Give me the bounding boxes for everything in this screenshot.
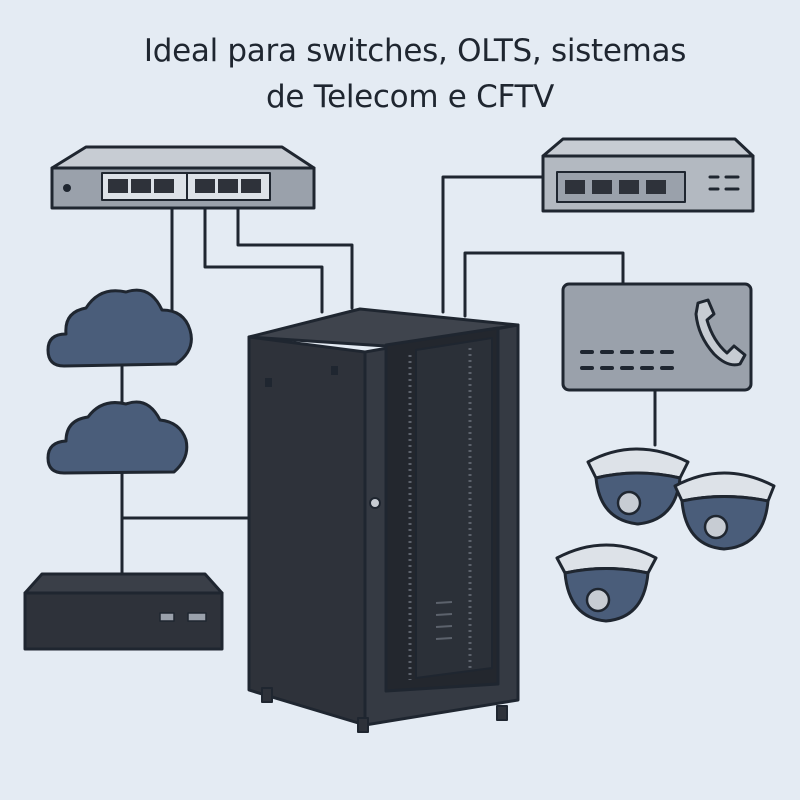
cloud-icon [46,400,189,475]
headline: Ideal para switches, OLTS, sistemas de T… [0,28,800,120]
telecom-device [561,282,753,392]
network-switch-icon [50,145,316,210]
cable-switch-rack-b [236,204,354,310]
cable-switch-rack-a [203,204,324,314]
dome-camera-icon [586,447,690,526]
phone-icon [694,298,747,367]
dome-camera-icon [555,543,658,623]
headline-line-2: de Telecom e CFTV [266,79,554,115]
dome-camera-icon [673,471,776,551]
cloud-icon [46,288,193,368]
server-box-icon [23,572,224,651]
cable-telecom-rack [463,251,625,318]
cable-cloud-rack [120,468,254,520]
headline-line-1: Ideal para switches, OLTS, sistemas [143,33,687,69]
server-rack-icon [247,307,520,733]
olt-device-icon [541,137,755,213]
